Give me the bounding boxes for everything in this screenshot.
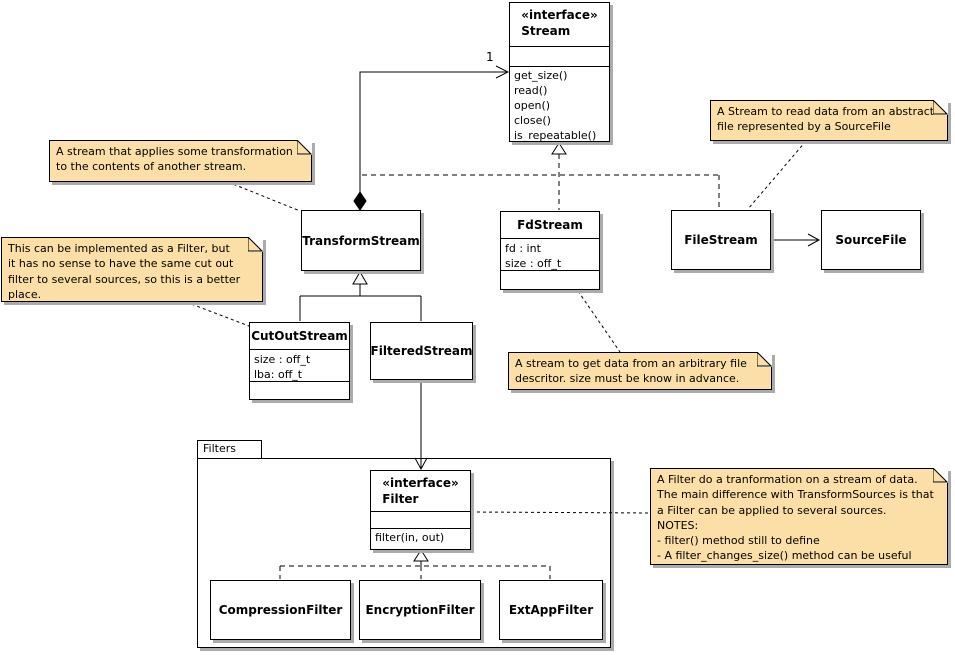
- attribute: fd : int: [505, 242, 541, 255]
- note-connector-transformstream: [227, 181, 301, 212]
- realization-lines-filter-implementors: [279, 561, 551, 579]
- method: open(): [514, 99, 551, 112]
- note-connector-fdstream: [577, 290, 621, 353]
- method: get_size(): [514, 69, 568, 82]
- class-fdstream: FdStream fd : int size : off_t: [500, 211, 600, 290]
- class-filestream: FileStream: [671, 210, 771, 270]
- name-compartment: «interface» Filter: [371, 471, 470, 511]
- note-fold-icon: [297, 140, 312, 155]
- method: is_repeatable(): [514, 129, 597, 142]
- class-name: CutOutStream: [251, 329, 348, 343]
- association-arrowhead-stream: [495, 65, 510, 79]
- attributes-compartment: [510, 46, 609, 66]
- note-fold-icon: [933, 468, 948, 483]
- association-arrowhead-filter: [414, 457, 428, 471]
- class-compressionfilter: CompressionFilter: [210, 580, 351, 640]
- composition-line-transformstream-stream: [359, 71, 507, 192]
- note-text: it has no sense to have the same cut out: [8, 257, 234, 271]
- note-text: The main difference with TransformSource…: [657, 488, 934, 502]
- class-sourcefile: SourceFile: [821, 210, 921, 270]
- composition-diamond: [353, 191, 367, 211]
- note-text: A Stream to read data from an abstract: [717, 105, 935, 118]
- class-name: Filter: [382, 492, 419, 506]
- method: close(): [514, 114, 551, 127]
- realization-triangle-filter: [413, 549, 429, 562]
- class-name: ExtAppFilter: [508, 603, 594, 617]
- class-name: Stream: [521, 24, 571, 38]
- association-arrowhead-sourcefile: [807, 233, 821, 247]
- methods-compartment: [250, 381, 349, 399]
- generalization-triangle-transformstream: [352, 271, 368, 285]
- generalization-lines-transformstream-children: [299, 284, 422, 321]
- class-filter: «interface» Filter filter(in, out): [370, 470, 471, 550]
- realization-triangle-stream: [551, 142, 567, 155]
- note-text: - A filter_changes_size() method can be …: [657, 549, 912, 563]
- stereotype-label: «interface»: [382, 476, 459, 490]
- class-cutoutstream: CutOutStream size : off_t lba: off_t: [249, 322, 350, 400]
- note-text: descritor. size must be know in advance.: [515, 372, 740, 386]
- note-filter: A Filter do a tranformation on a stream …: [650, 468, 948, 565]
- note-text: A stream that applies some transformatio…: [56, 145, 293, 158]
- note-transform-stream: A stream that applies some transformatio…: [49, 140, 312, 182]
- note-text: - filter() method still to define: [657, 534, 820, 548]
- note-text: filter to several sources, so this is a …: [8, 272, 241, 286]
- class-encryptionfilter: EncryptionFilter: [359, 580, 481, 640]
- package-filters-label: Filters: [203, 442, 236, 455]
- note-text: place.: [8, 287, 42, 301]
- method: filter(in, out): [375, 531, 445, 544]
- class-name: CompressionFilter: [218, 603, 343, 617]
- class-filteredstream: FilteredStream: [370, 322, 473, 380]
- note-file-stream: A Stream to read data from an abstract f…: [710, 100, 948, 141]
- methods-compartment: get_size() read() open() close() is_repe…: [510, 66, 609, 143]
- note-connector-filestream: [747, 140, 807, 210]
- attribute: size : off_t: [254, 353, 311, 366]
- class-name: FdStream: [517, 218, 583, 232]
- class-name: EncryptionFilter: [365, 603, 475, 617]
- note-fd-stream: A stream to get data from an arbitrary f…: [508, 352, 772, 390]
- note-cutout-stream: This can be implemented as a Filter, but…: [1, 237, 263, 302]
- attributes-compartment: fd : int size : off_t: [501, 238, 599, 270]
- methods-compartment: [501, 270, 599, 289]
- class-name: SourceFile: [835, 233, 907, 247]
- attribute: lba: off_t: [254, 368, 303, 381]
- methods-compartment: filter(in, out): [371, 528, 470, 549]
- attributes-compartment: [371, 511, 470, 528]
- multiplicity-label: 1: [486, 50, 494, 64]
- class-name: TransformStream: [302, 233, 420, 248]
- note-text: a Filter can be applied to several sourc…: [657, 503, 887, 517]
- stereotype-label: «interface»: [521, 8, 598, 22]
- note-fold-icon: [933, 100, 948, 115]
- note-fold-icon: [248, 237, 263, 252]
- class-transformstream: TransformStream: [301, 210, 421, 271]
- class-stream: «interface» Stream get_size() read() ope…: [509, 2, 610, 142]
- class-name: FileStream: [684, 233, 758, 247]
- note-text: A Filter do a tranformation on a stream …: [657, 473, 918, 486]
- method: read(): [514, 84, 548, 97]
- note-fold-icon: [757, 352, 772, 367]
- class-name: FilteredStream: [370, 344, 473, 358]
- note-text: NOTES:: [657, 518, 699, 532]
- name-compartment: «interface» Stream: [510, 3, 609, 46]
- attributes-compartment: size : off_t lba: off_t: [250, 349, 349, 381]
- note-connector-filter: [470, 511, 651, 514]
- class-extappfilter: ExtAppFilter: [499, 580, 603, 640]
- note-connector-cutoutstream: [185, 301, 250, 327]
- note-text: A stream to get data from an arbitrary f…: [515, 357, 747, 370]
- note-text: file represented by a SourceFile: [717, 120, 891, 134]
- note-text: This can be implemented as a Filter, but: [8, 242, 230, 255]
- attribute: size : off_t: [505, 257, 562, 270]
- note-text: to the contents of another stream.: [56, 160, 247, 174]
